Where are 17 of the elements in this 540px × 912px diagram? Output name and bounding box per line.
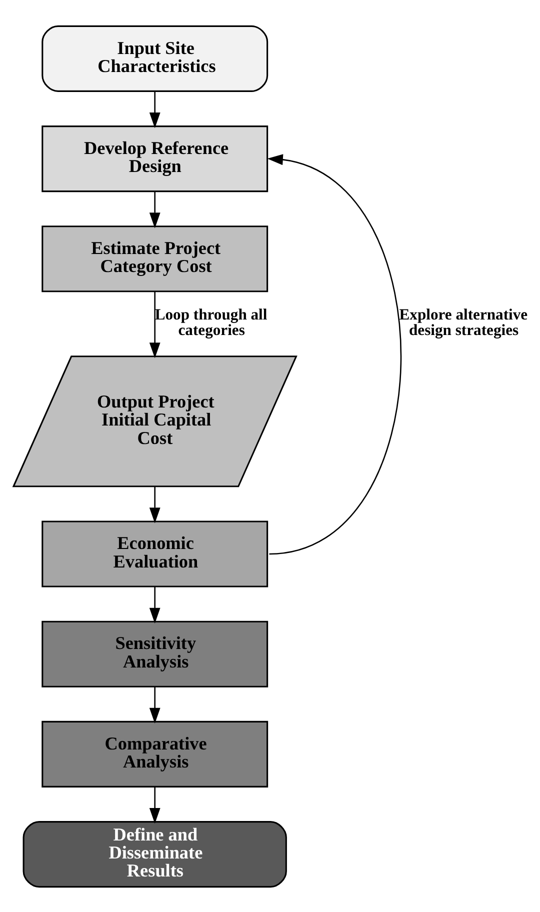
node-box: Sensitivity Analysis: [42, 620, 268, 687]
edge-label: Loop through all categories: [154, 306, 268, 339]
node-box: Input Site Characteristics: [42, 24, 268, 92]
arrow: [149, 486, 160, 523]
node-box: Develop Reference Design: [42, 125, 268, 192]
arrow: [149, 190, 160, 228]
arrow: [267, 154, 402, 554]
node-box: Comparative Analysis: [42, 720, 268, 787]
arrow: [149, 586, 160, 623]
node-box: Estimate Project Category Cost: [42, 225, 268, 292]
arrow: [149, 686, 160, 724]
node-box: Economic Evaluation: [42, 520, 268, 587]
edge-label: Explore alternative design strategies: [399, 306, 528, 339]
node-box: Define and Disseminate Results: [22, 820, 287, 888]
arrow: [149, 90, 160, 128]
arrow: [149, 290, 160, 358]
arrow: [149, 786, 160, 824]
